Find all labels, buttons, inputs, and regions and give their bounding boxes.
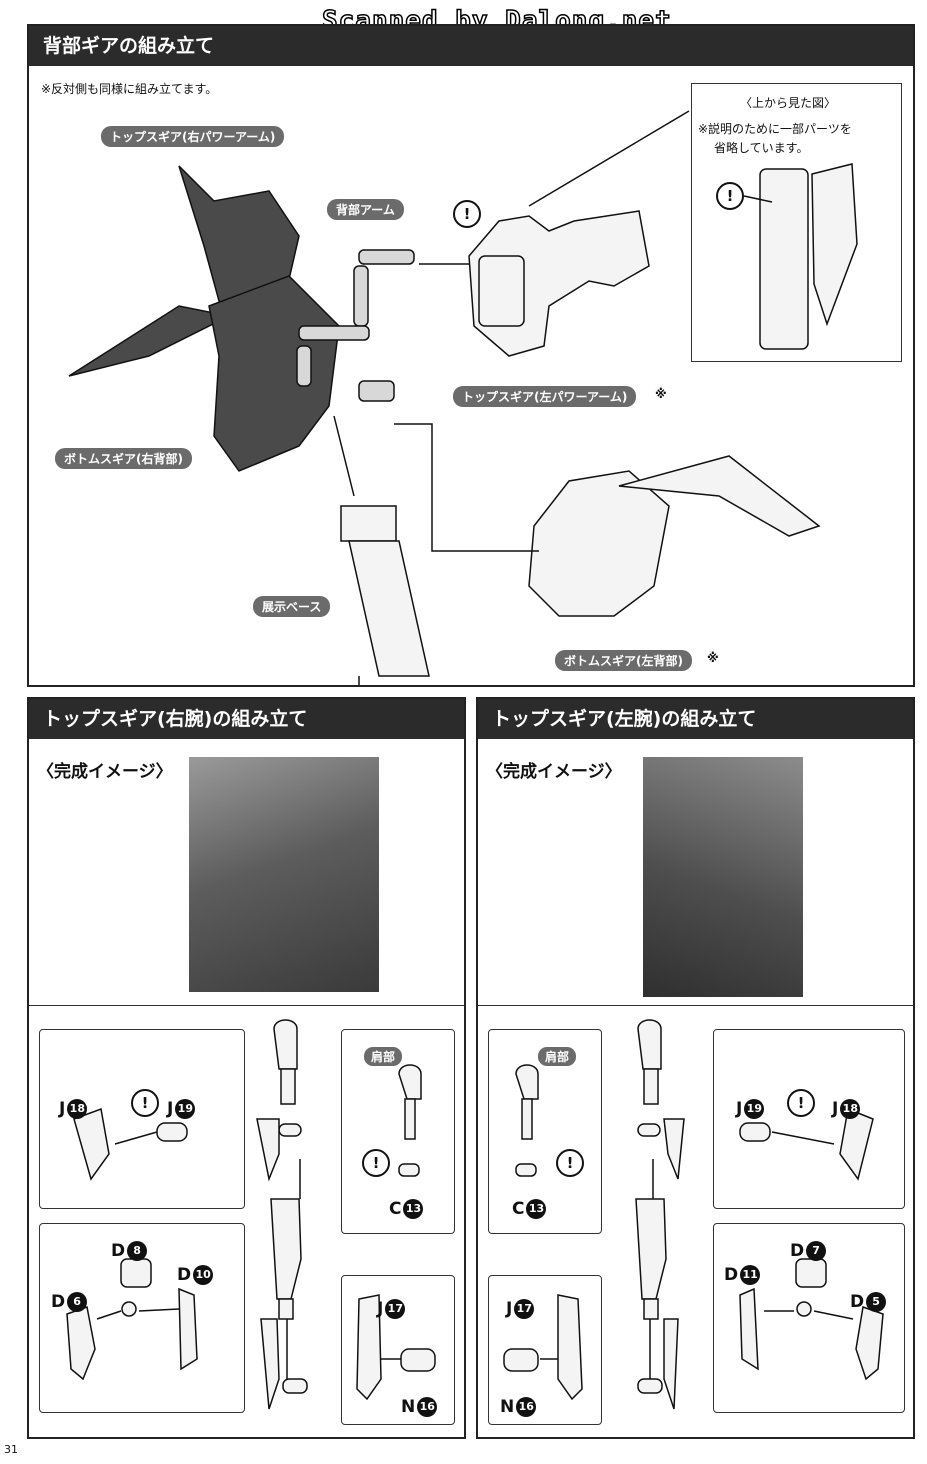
right-arm-illustration xyxy=(66,1019,436,1410)
label-bottom-gear-left: ボトムスギア(左背部) xyxy=(555,650,692,671)
top-view-note-line2: 省略しています。 xyxy=(714,141,809,155)
right-arm-finished-photo xyxy=(189,757,379,992)
right-arm-divider xyxy=(29,1005,464,1006)
label-top-gear-right: トップスギア(右パワーアーム) xyxy=(101,126,285,147)
left-arm-image-title: 〈完成イメージ〉 xyxy=(486,762,622,782)
top-view-note-line1: ※説明のために一部パーツを xyxy=(698,122,852,136)
left-shoulder-warning: ! xyxy=(556,1149,584,1177)
back-gear-title: 背部ギアの組み立て xyxy=(29,26,913,66)
top-view-title: 〈上から見た図〉 xyxy=(740,96,837,110)
left-arm-divider xyxy=(478,1005,913,1006)
label-bottom-gear-right: ボトムスギア(右背部) xyxy=(55,448,192,469)
mirror-note: ※反対側も同様に組み立てます。 xyxy=(41,82,218,96)
top-view-inset: 〈上から見た図〉 ※説明のために一部パーツを 省略しています。 ! xyxy=(691,83,902,362)
right-shoulder-label: 肩部 xyxy=(364,1047,403,1066)
top-view-art xyxy=(743,163,858,350)
right-arm-panel: トップスギア(右腕)の組み立て 〈完成イメージ〉 肩部 xyxy=(27,697,466,1439)
back-gear-illustration xyxy=(68,110,821,685)
bottom-gear-left-art xyxy=(528,455,821,617)
assembly-arrows xyxy=(333,263,539,552)
label-back-arm: 背部アーム xyxy=(327,199,404,220)
label-bottom-gear-left-mark: ※ xyxy=(707,651,719,665)
back-arm-art xyxy=(296,249,415,402)
display-base-art xyxy=(340,505,430,685)
label-top-gear-left: トップスギア(左パワーアーム) xyxy=(453,386,637,407)
left-arm-panel: トップスギア(左腕)の組み立て 〈完成イメージ〉 肩部 xyxy=(476,697,915,1439)
left-arm-title: トップスギア(左腕)の組み立て xyxy=(478,699,913,739)
label-top-gear-left-mark: ※ xyxy=(655,387,667,401)
warning-icon: ! xyxy=(453,200,481,228)
top-gear-right-art xyxy=(68,165,340,472)
right-arm-title: トップスギア(右腕)の組み立て xyxy=(29,699,464,739)
page-number: 31 xyxy=(4,1443,18,1456)
right-shoulder-warning: ! xyxy=(362,1149,390,1177)
right-arm-image-title: 〈完成イメージ〉 xyxy=(37,762,173,782)
left-arm-finished-photo xyxy=(643,757,803,997)
left-arm-illustration xyxy=(503,1019,884,1410)
label-display-base: 展示ベース xyxy=(253,596,331,617)
top-view-warning-icon: ! xyxy=(716,182,744,210)
back-gear-panel: 背部ギアの組み立て ※反対側も同様に組み立てます。 xyxy=(27,24,915,687)
left-shoulder-label: 肩部 xyxy=(538,1047,577,1066)
left-shoulder-guard-warning: ! xyxy=(787,1089,815,1117)
top-gear-left-art xyxy=(468,110,690,357)
right-shoulder-guard-warning: ! xyxy=(131,1089,159,1117)
